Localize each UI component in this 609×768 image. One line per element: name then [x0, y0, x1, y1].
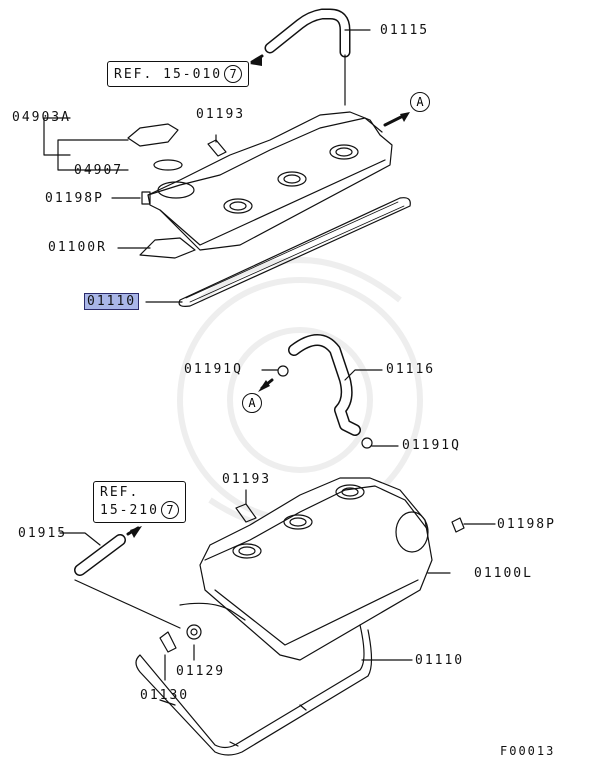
label-01130: 01130 — [140, 688, 190, 703]
pcv-valve-01130 — [159, 631, 177, 653]
callout-a-middle: A — [242, 393, 262, 413]
label-01100R: 01100R — [48, 240, 107, 255]
label-01198P-lower: 01198P — [497, 517, 556, 532]
label-01193-top: 01193 — [196, 107, 246, 122]
valve-cover-01100R — [147, 111, 393, 251]
label-01193-lower: 01193 — [222, 472, 272, 487]
oil-cap-04903A — [127, 123, 179, 147]
ref-text-line2: 15-210 — [100, 503, 159, 518]
arrow-icon — [130, 526, 142, 538]
clip-01193-top — [207, 139, 227, 157]
gasket-01110-upper — [178, 197, 411, 307]
label-01100L: 01100L — [474, 566, 533, 581]
label-04903A: 04903A — [12, 110, 71, 125]
clip-01193-lower — [235, 503, 257, 523]
callout-a-top: A — [410, 92, 430, 112]
arrow-icon — [258, 380, 270, 392]
label-01110-lower: 01110 — [415, 653, 465, 668]
ref-text: REF. 15-010 — [114, 67, 223, 82]
label-01191Q-left: 01191Q — [184, 362, 243, 377]
figure-code: F00013 — [500, 744, 556, 758]
valve-cover-01100L — [199, 477, 433, 661]
label-01129: 01129 — [176, 664, 226, 679]
arrow-icon — [250, 56, 262, 66]
bolt-01198P-top — [141, 191, 151, 205]
grommet-01129 — [186, 624, 202, 640]
label-01198P-top: 01198P — [45, 191, 104, 206]
label-01116: 01116 — [386, 362, 436, 377]
ref-num: 7 — [224, 65, 243, 83]
label-04907: 04907 — [74, 163, 124, 178]
ref-num: 7 — [160, 501, 179, 519]
arrow-icon — [400, 112, 410, 122]
label-01915: 01915 — [18, 526, 68, 541]
label-01115: 01115 — [380, 23, 430, 38]
ref-text-line1: REF. — [100, 485, 140, 500]
bolt-01198P-lower — [451, 517, 465, 533]
label-01191Q-right: 01191Q — [402, 438, 461, 453]
label-01110-highlighted[interactable]: 01110 — [84, 293, 140, 310]
